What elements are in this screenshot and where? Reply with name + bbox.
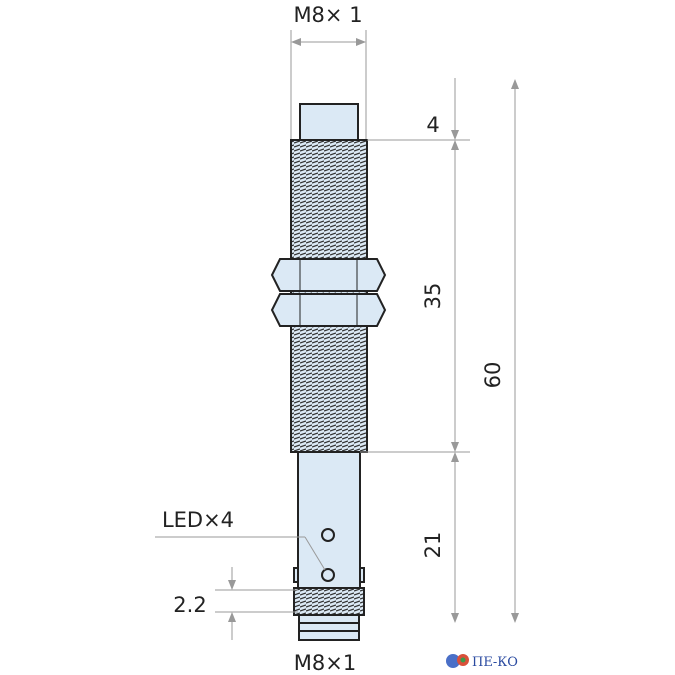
logo-gear-icon bbox=[446, 654, 460, 668]
cap-length-label: 4 bbox=[426, 113, 439, 137]
led-indicator bbox=[321, 568, 335, 582]
company-logo: ПЕ-КО bbox=[446, 654, 518, 670]
led-indicator bbox=[321, 528, 335, 542]
total-length-label: 60 bbox=[481, 362, 505, 389]
pitch-label: 2.2 bbox=[173, 593, 206, 617]
sensor-cap bbox=[299, 103, 359, 141]
side-tab bbox=[359, 567, 365, 583]
top-thread-label: M8× 1 bbox=[293, 3, 362, 27]
nut-lower bbox=[270, 293, 387, 327]
led-label: LED×4 bbox=[162, 508, 234, 532]
bottom-thread-label: M8×1 bbox=[294, 651, 356, 675]
nut-upper bbox=[270, 258, 387, 292]
length-dimensions: 4 35 21 60 bbox=[360, 78, 519, 623]
thread-length-label: 35 bbox=[421, 283, 445, 310]
led-callout: LED×4 bbox=[155, 508, 326, 571]
side-tab bbox=[293, 567, 299, 583]
top-thread-dimension: M8× 1 bbox=[290, 3, 367, 140]
sensor-body bbox=[270, 103, 387, 641]
logo-text: ПЕ-КО bbox=[472, 655, 518, 670]
logo-dot-icon bbox=[460, 657, 466, 663]
connector-thread bbox=[293, 587, 365, 616]
shaft-length-label: 21 bbox=[421, 532, 445, 559]
connector-end bbox=[298, 614, 360, 641]
lower-shaft bbox=[297, 451, 361, 589]
pitch-dimension: 2.2 bbox=[173, 567, 298, 640]
